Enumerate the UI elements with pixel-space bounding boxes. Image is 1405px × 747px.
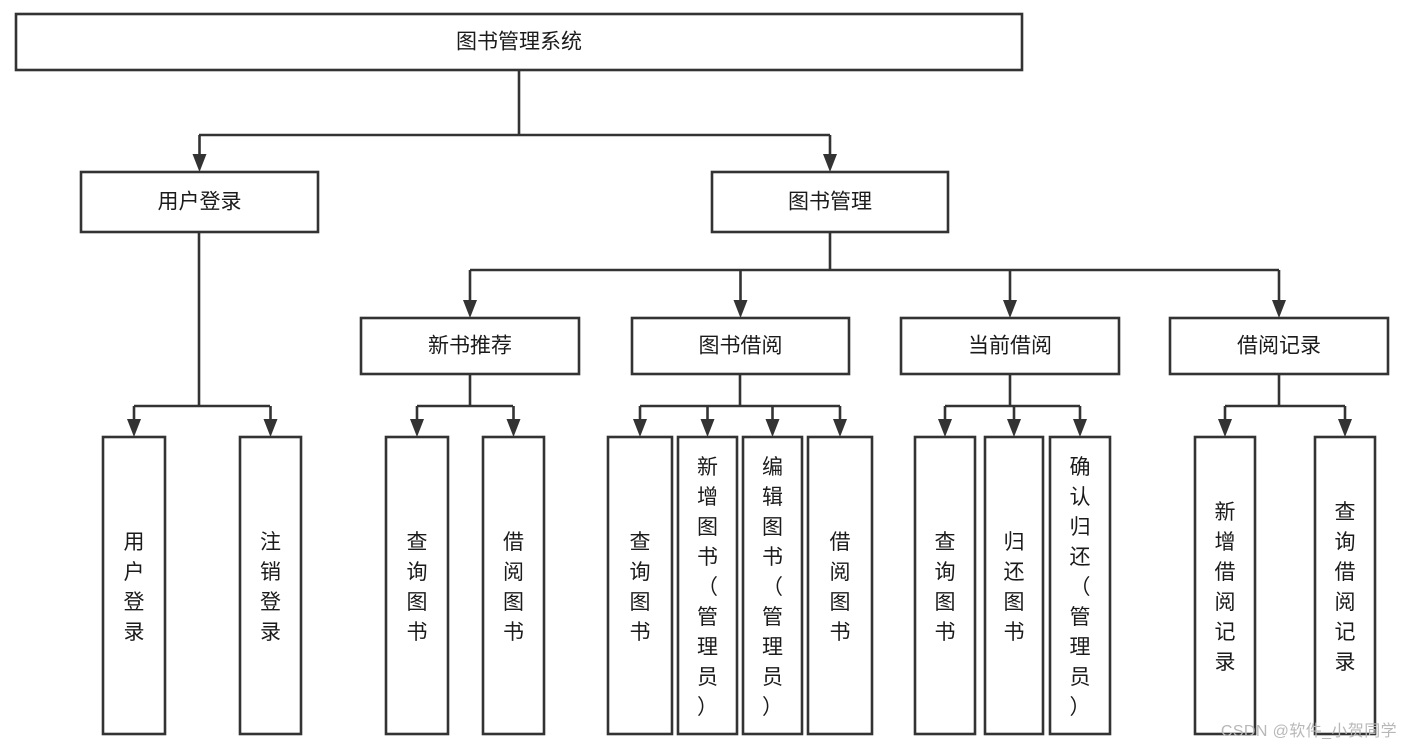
arrow-head xyxy=(1007,419,1021,437)
connector-record-to-leaves xyxy=(1218,374,1352,437)
arrow-head xyxy=(938,419,952,437)
node-label: 确认归还（管理员） xyxy=(1070,456,1091,719)
node-box xyxy=(710,170,950,234)
arrow-head xyxy=(1073,419,1087,437)
node-查询图书[interactable]: 查询图书 xyxy=(606,435,674,736)
node-label: 用户登录 xyxy=(124,531,145,644)
node-box xyxy=(630,316,851,376)
connector-userlogin-to-leaves xyxy=(127,232,278,437)
arrow-head xyxy=(823,154,837,172)
connector-root-to-level2 xyxy=(192,70,837,172)
node-label: 借阅图书 xyxy=(830,531,851,644)
node-label: 查询图书 xyxy=(935,531,956,644)
arrow-head xyxy=(1272,300,1286,318)
node-label: 借阅图书 xyxy=(503,531,524,644)
arrow-head xyxy=(1218,419,1232,437)
node-box xyxy=(1168,316,1390,376)
node-label: 查询图书 xyxy=(407,531,428,644)
node-label: 新增图书（管理员） xyxy=(697,456,718,719)
node-label: 借阅记录 xyxy=(1237,335,1321,358)
node-box xyxy=(676,435,739,736)
node-box xyxy=(806,435,874,736)
node-label: 图书管理系统 xyxy=(456,31,582,54)
node-查询图书[interactable]: 查询图书 xyxy=(384,435,450,736)
connector-newbook-to-leaves xyxy=(410,374,521,437)
node-借阅图书[interactable]: 借阅图书 xyxy=(806,435,874,736)
node-新增图书管理员[interactable]: 新增图书（管理员） xyxy=(676,435,739,736)
node-box xyxy=(359,316,581,376)
node-box xyxy=(1313,435,1377,736)
node-图书管理系统[interactable]: 图书管理系统 xyxy=(14,12,1024,72)
node-label: 查询图书 xyxy=(630,531,651,644)
node-图书借阅[interactable]: 图书借阅 xyxy=(630,316,851,376)
arrow-head xyxy=(833,419,847,437)
node-label: 当前借阅 xyxy=(968,335,1052,358)
node-归还图书[interactable]: 归还图书 xyxy=(983,435,1045,736)
node-box xyxy=(238,435,303,736)
node-新书推荐[interactable]: 新书推荐 xyxy=(359,316,581,376)
node-layer: 图书管理系统用户登录图书管理新书推荐图书借阅当前借阅借阅记录用户登录注销登录查询… xyxy=(14,12,1390,736)
node-借阅图书[interactable]: 借阅图书 xyxy=(481,435,546,736)
node-新增借阅记录[interactable]: 新增借阅记录 xyxy=(1193,435,1257,736)
node-label: 注销登录 xyxy=(260,531,281,644)
connector-borrow-to-leaves xyxy=(633,374,847,437)
node-label: 编辑图书（管理员） xyxy=(762,456,783,719)
node-box xyxy=(1048,435,1112,736)
node-box xyxy=(384,435,450,736)
node-label: 查询借阅记录 xyxy=(1335,501,1356,674)
node-用户登录[interactable]: 用户登录 xyxy=(101,435,167,736)
arrow-head xyxy=(192,154,207,172)
node-box xyxy=(79,170,320,234)
arrow-head xyxy=(127,419,141,437)
node-box xyxy=(983,435,1045,736)
arrow-head xyxy=(463,300,477,318)
node-box xyxy=(14,12,1024,72)
connector-layer xyxy=(127,70,1352,437)
node-box xyxy=(101,435,167,736)
arrow-head xyxy=(1003,300,1017,318)
arrow-head xyxy=(633,419,647,437)
connector-bookmgmt-to-level3 xyxy=(463,232,1286,318)
node-注销登录[interactable]: 注销登录 xyxy=(238,435,303,736)
node-box xyxy=(913,435,977,736)
node-label: 新书推荐 xyxy=(428,335,512,358)
node-当前借阅[interactable]: 当前借阅 xyxy=(899,316,1121,376)
node-借阅记录[interactable]: 借阅记录 xyxy=(1168,316,1390,376)
node-查询借阅记录[interactable]: 查询借阅记录 xyxy=(1313,435,1377,736)
node-label: 图书借阅 xyxy=(699,335,783,358)
arrow-head xyxy=(765,419,780,437)
node-label: 归还图书 xyxy=(1004,531,1025,644)
node-label: 用户登录 xyxy=(158,191,242,214)
arrow-head xyxy=(263,419,278,437)
arrow-head xyxy=(1338,419,1352,437)
arrow-head xyxy=(700,419,715,437)
node-图书管理[interactable]: 图书管理 xyxy=(710,170,950,234)
node-确认归还管理员[interactable]: 确认归还（管理员） xyxy=(1048,435,1112,736)
node-label: 新增借阅记录 xyxy=(1215,501,1236,674)
arrow-head xyxy=(506,419,521,437)
node-box xyxy=(481,435,546,736)
node-查询图书[interactable]: 查询图书 xyxy=(913,435,977,736)
node-用户登录[interactable]: 用户登录 xyxy=(79,170,320,234)
node-编辑图书管理员[interactable]: 编辑图书（管理员） xyxy=(741,435,804,736)
node-box xyxy=(741,435,804,736)
node-label: 图书管理 xyxy=(788,191,872,214)
node-box xyxy=(899,316,1121,376)
node-box xyxy=(1193,435,1257,736)
arrow-head xyxy=(410,419,424,437)
node-box xyxy=(606,435,674,736)
arrow-head xyxy=(733,300,748,318)
connector-current-to-leaves xyxy=(938,374,1087,437)
